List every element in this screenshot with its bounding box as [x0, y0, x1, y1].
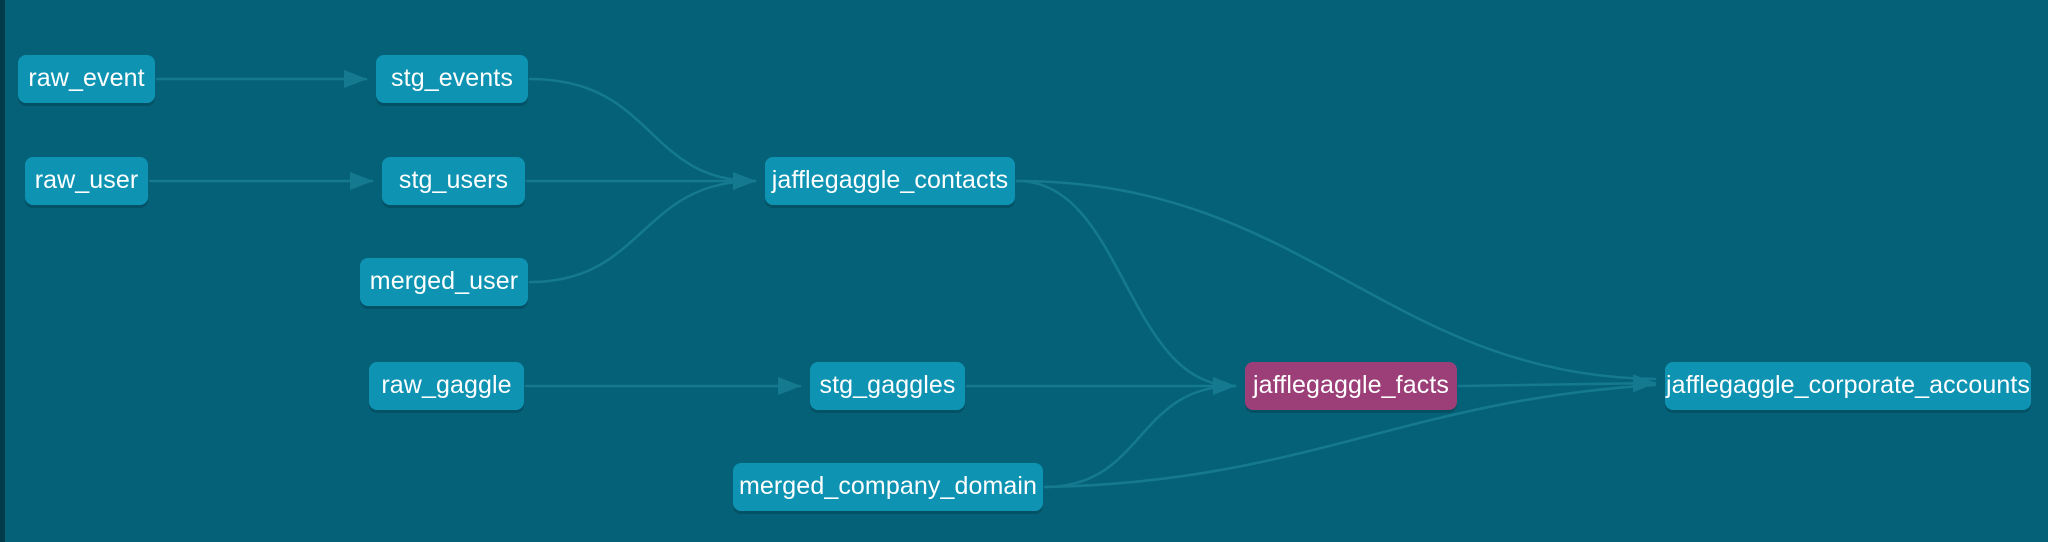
dag-node-label: raw_user: [34, 165, 139, 194]
dag-node-label: stg_gaggles: [819, 370, 956, 399]
dag-node-jafflegaggle_facts[interactable]: jafflegaggle_facts: [1245, 362, 1457, 410]
dag-node-stg_events[interactable]: stg_events: [376, 55, 528, 103]
dag-node-merged_user[interactable]: merged_user: [360, 258, 528, 306]
dag-node-jafflegaggle_contacts[interactable]: jafflegaggle_contacts: [765, 157, 1015, 205]
dag-node-label: merged_user: [369, 266, 519, 295]
dag-node-label: raw_event: [28, 63, 145, 92]
dag-node-label: stg_events: [391, 63, 513, 92]
dag-node-merged_company_domain[interactable]: merged_company_domain: [733, 463, 1043, 511]
dag-edge-jafflegaggle_facts-to-jafflegaggle_corporate_accounts: [1457, 374, 1657, 393]
dag-node-stg_users[interactable]: stg_users: [382, 157, 525, 205]
dag-edge-merged_company_domain-to-jafflegaggle_facts: [1043, 384, 1237, 489]
dag-node-raw_user[interactable]: raw_user: [25, 157, 148, 205]
dag-node-label: jafflegaggle_facts: [1253, 370, 1449, 399]
dag-node-label: jafflegaggle_corporate_accounts: [1666, 370, 2031, 399]
dag-edge-merged_user-to-jafflegaggle_contacts: [528, 179, 757, 284]
dag-node-label: merged_company_domain: [738, 471, 1038, 500]
dag-node-raw_event[interactable]: raw_event: [18, 55, 155, 103]
dag-node-label: stg_users: [398, 165, 509, 194]
dag-node-stg_gaggles[interactable]: stg_gaggles: [810, 362, 965, 410]
dag-node-label: raw_gaggle: [381, 370, 512, 399]
dag-node-raw_gaggle[interactable]: raw_gaggle: [369, 362, 524, 410]
dag-edge-stg_events-to-jafflegaggle_contacts: [528, 77, 757, 183]
edge-layer: [148, 69, 1657, 489]
dag-node-jafflegaggle_corporate_accounts[interactable]: jafflegaggle_corporate_accounts: [1665, 362, 2031, 410]
dag-edge-jafflegaggle_contacts-to-jafflegaggle_corporate_accounts: [1015, 179, 1657, 381]
dag-edge-jafflegaggle_contacts-to-jafflegaggle_facts: [1015, 179, 1237, 388]
dag-node-label: jafflegaggle_contacts: [771, 165, 1009, 194]
